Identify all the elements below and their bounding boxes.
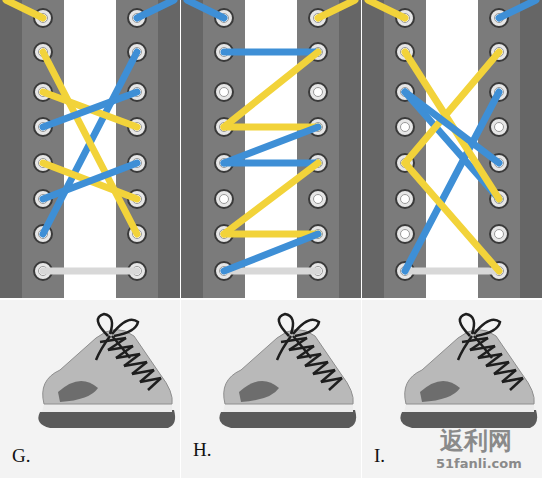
shoelace-bow xyxy=(277,314,319,360)
panel-ground xyxy=(0,0,180,298)
photo-ground xyxy=(181,300,361,478)
eyelet-hole xyxy=(495,230,504,239)
eyelet-hole xyxy=(220,88,229,97)
eyelet xyxy=(396,118,414,136)
eyelet xyxy=(396,190,414,208)
shoelace xyxy=(148,378,161,390)
eyelet-hole xyxy=(401,123,410,132)
lace-segment xyxy=(43,92,137,127)
panel-letter: H. xyxy=(193,440,211,461)
eyelet xyxy=(490,225,508,243)
shoe-photo xyxy=(181,300,361,478)
eyelet-hole xyxy=(314,195,323,204)
eyelet xyxy=(215,190,233,208)
shoe-sole xyxy=(400,410,537,428)
lace-segment xyxy=(6,0,43,18)
shoe-sole xyxy=(38,410,175,428)
eyelet-strip xyxy=(203,0,245,298)
photo-ground xyxy=(362,300,542,478)
photo-ground xyxy=(0,300,180,478)
eyelet-hole xyxy=(314,88,323,97)
shoelace xyxy=(510,378,523,390)
lace-segment xyxy=(224,49,318,56)
lace-segment xyxy=(43,163,137,199)
lace-segment xyxy=(405,52,499,199)
shoe-midsole xyxy=(404,404,534,412)
shoe-sole xyxy=(219,410,356,428)
watermark: 51fanli.com xyxy=(436,457,522,471)
eyelet-hole xyxy=(220,195,229,204)
lace-segment xyxy=(224,52,318,127)
lace-segment xyxy=(43,52,137,234)
shoe-midsole xyxy=(223,404,353,412)
shoe-stripe xyxy=(239,381,279,402)
lace-segment xyxy=(318,0,355,18)
eyelet-hole xyxy=(495,123,504,132)
eyelet xyxy=(396,225,414,243)
shoe-stripe xyxy=(420,381,460,402)
lace-segment xyxy=(499,0,536,18)
lace-segment xyxy=(224,163,318,234)
lace-segment xyxy=(43,163,137,199)
lacing-panel xyxy=(0,0,180,298)
lace-segment xyxy=(224,234,318,271)
eyelet-strip xyxy=(116,0,158,298)
panel-letter: I. xyxy=(374,446,385,467)
eyelet xyxy=(490,118,508,136)
eyelet xyxy=(309,190,327,208)
lace-segment xyxy=(187,0,224,18)
lace-segment xyxy=(137,0,174,18)
lacing-panel xyxy=(181,0,361,298)
eyelet xyxy=(215,83,233,101)
watermark: 返利网 xyxy=(440,428,512,454)
lace-segment xyxy=(43,92,137,127)
shoe-midsole xyxy=(42,404,172,412)
shoelace-bow xyxy=(96,314,138,360)
shoelace xyxy=(329,378,342,390)
lace-segment xyxy=(405,52,499,163)
shoelace-bow xyxy=(458,314,500,360)
eyelet-strip xyxy=(297,0,339,298)
shoe-stripe xyxy=(58,381,98,402)
eyelet-hole xyxy=(401,195,410,204)
panel-ground xyxy=(181,0,361,298)
eyelet-hole xyxy=(401,230,410,239)
lace-segment xyxy=(224,127,318,163)
eyelet-strip xyxy=(22,0,64,298)
panel-letter: G. xyxy=(12,446,30,467)
eyelet xyxy=(309,83,327,101)
shoe-photo xyxy=(362,300,542,478)
panel-ground xyxy=(362,0,542,298)
lace-segment xyxy=(368,0,405,18)
lacing-panel xyxy=(362,0,542,298)
shoe-photo xyxy=(0,300,180,478)
lace-segment xyxy=(43,268,137,275)
lace-segment xyxy=(405,92,499,163)
lace-segment xyxy=(405,268,499,275)
lace-segment xyxy=(43,52,137,234)
